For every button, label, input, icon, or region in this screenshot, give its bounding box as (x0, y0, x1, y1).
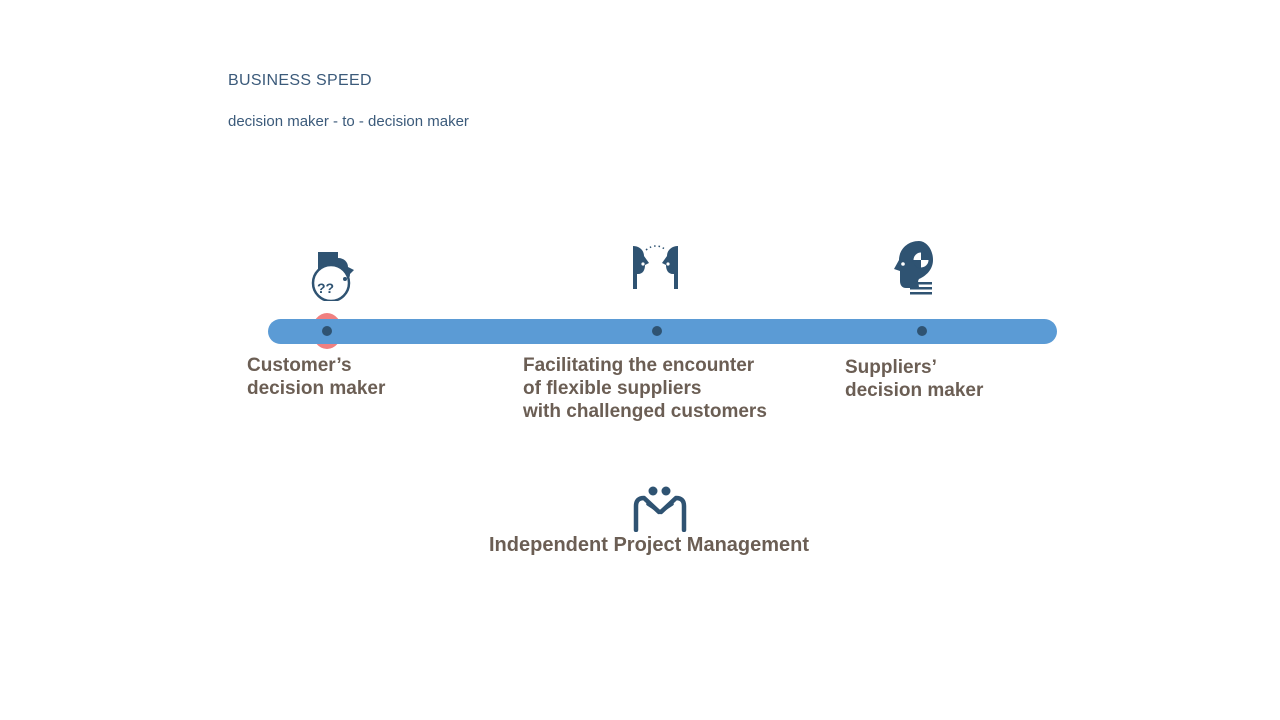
timeline-dot-suppliers (917, 326, 927, 336)
page-title: BUSINESS SPEED (228, 72, 372, 89)
thinking-head-icon (893, 240, 943, 296)
svg-text:??: ?? (317, 280, 334, 296)
project-management-label: Independent Project Management (489, 534, 810, 556)
timeline-dot-facilitating (652, 326, 662, 336)
stage-label-facilitating: Facilitating the encounter of flexible s… (523, 355, 767, 422)
timeline-track (268, 319, 1057, 344)
timeline-dot-customer (322, 326, 332, 336)
handshake-people-icon (632, 486, 688, 532)
confused-head-icon: ?? (310, 251, 356, 301)
facing-heads-icon (632, 244, 680, 290)
stage-label-customer: Customer’s decision maker (247, 355, 386, 399)
page-subtitle: decision maker - to - decision maker (228, 113, 469, 130)
stage-label-suppliers: Suppliers’ decision maker (845, 357, 984, 401)
